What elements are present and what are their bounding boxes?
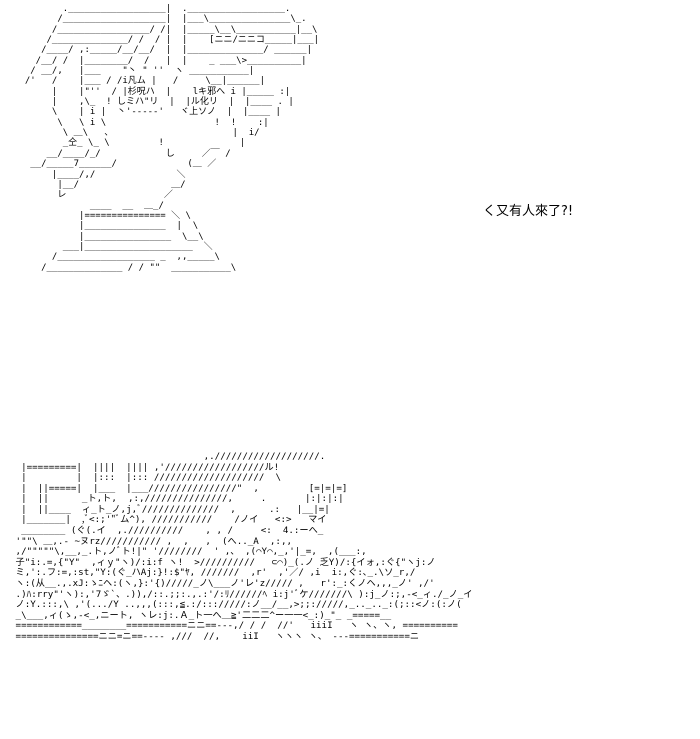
speech-text: く又有人來了?! — [483, 204, 574, 219]
crowd-ascii-art: ,.///////////////////. |=========| |||| … — [15, 451, 473, 642]
character-ascii-art: .__________________| .__________________… — [24, 4, 320, 273]
